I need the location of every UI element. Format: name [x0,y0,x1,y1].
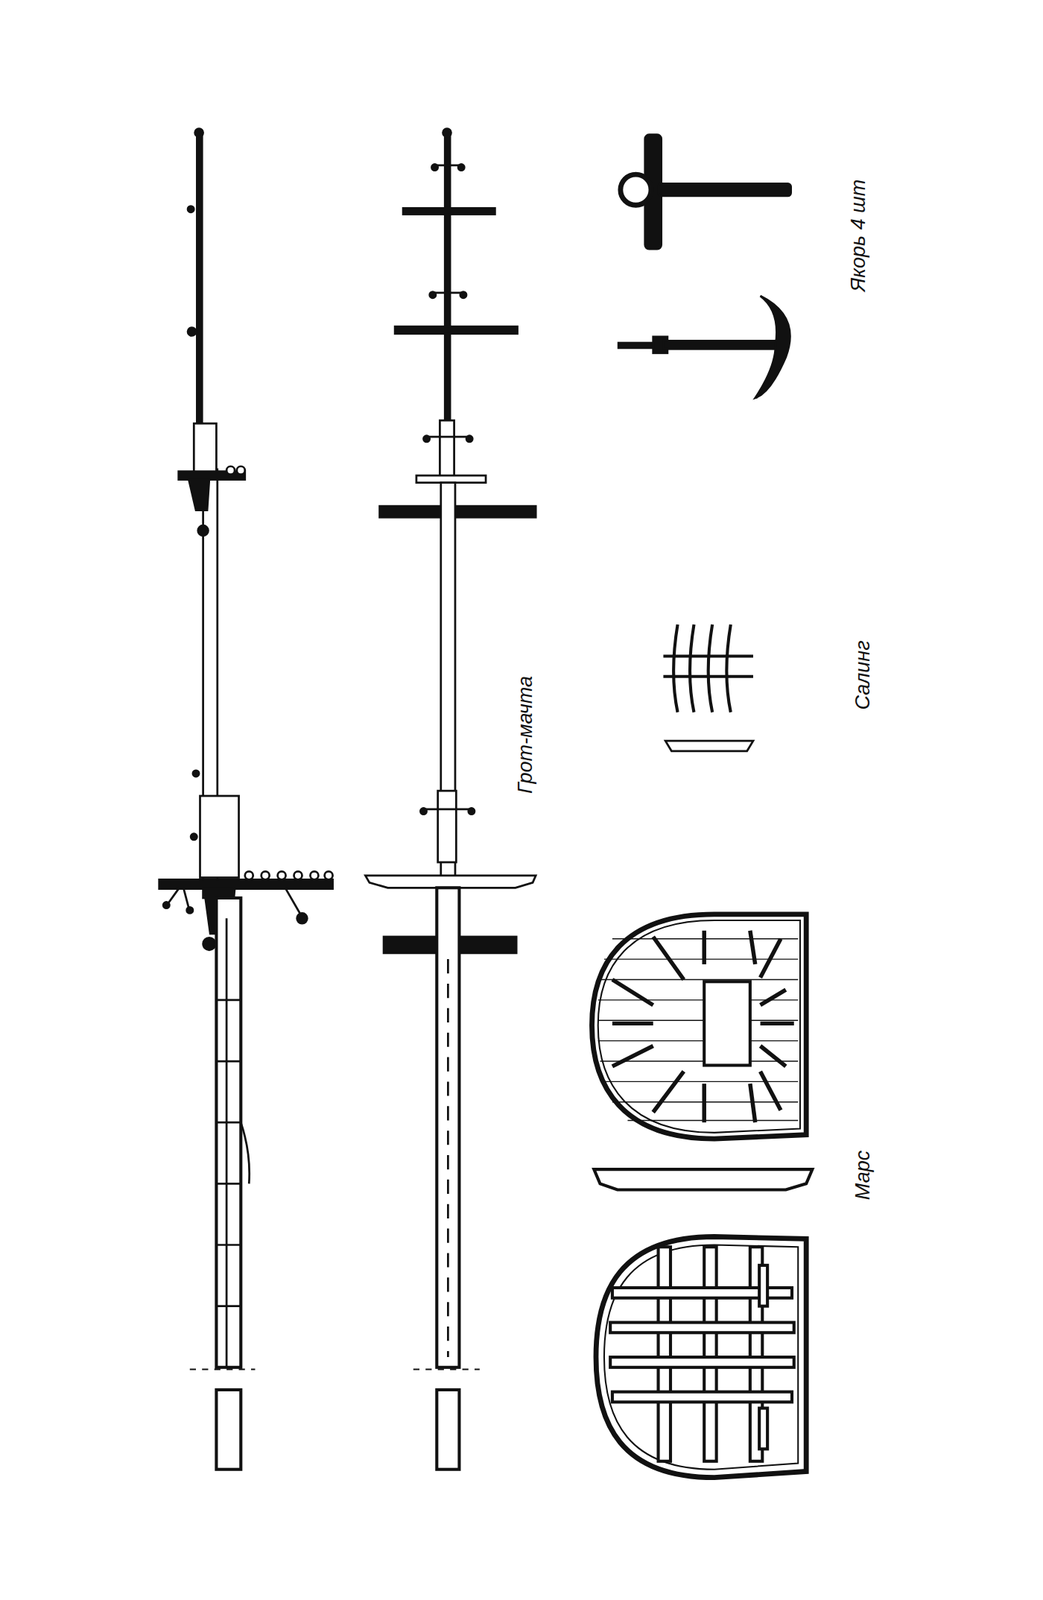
part-label: Салинг [851,638,875,713]
mars-drawings [592,914,813,1478]
side-mast [159,128,334,1470]
part-label: Марс [851,1148,875,1202]
part-label: Грот-мачта [514,673,538,796]
front-mast [365,128,536,1470]
anchor-drawings [618,134,792,398]
part-label: Якорь 4 шт [847,177,871,294]
saling-drawings [663,624,754,751]
